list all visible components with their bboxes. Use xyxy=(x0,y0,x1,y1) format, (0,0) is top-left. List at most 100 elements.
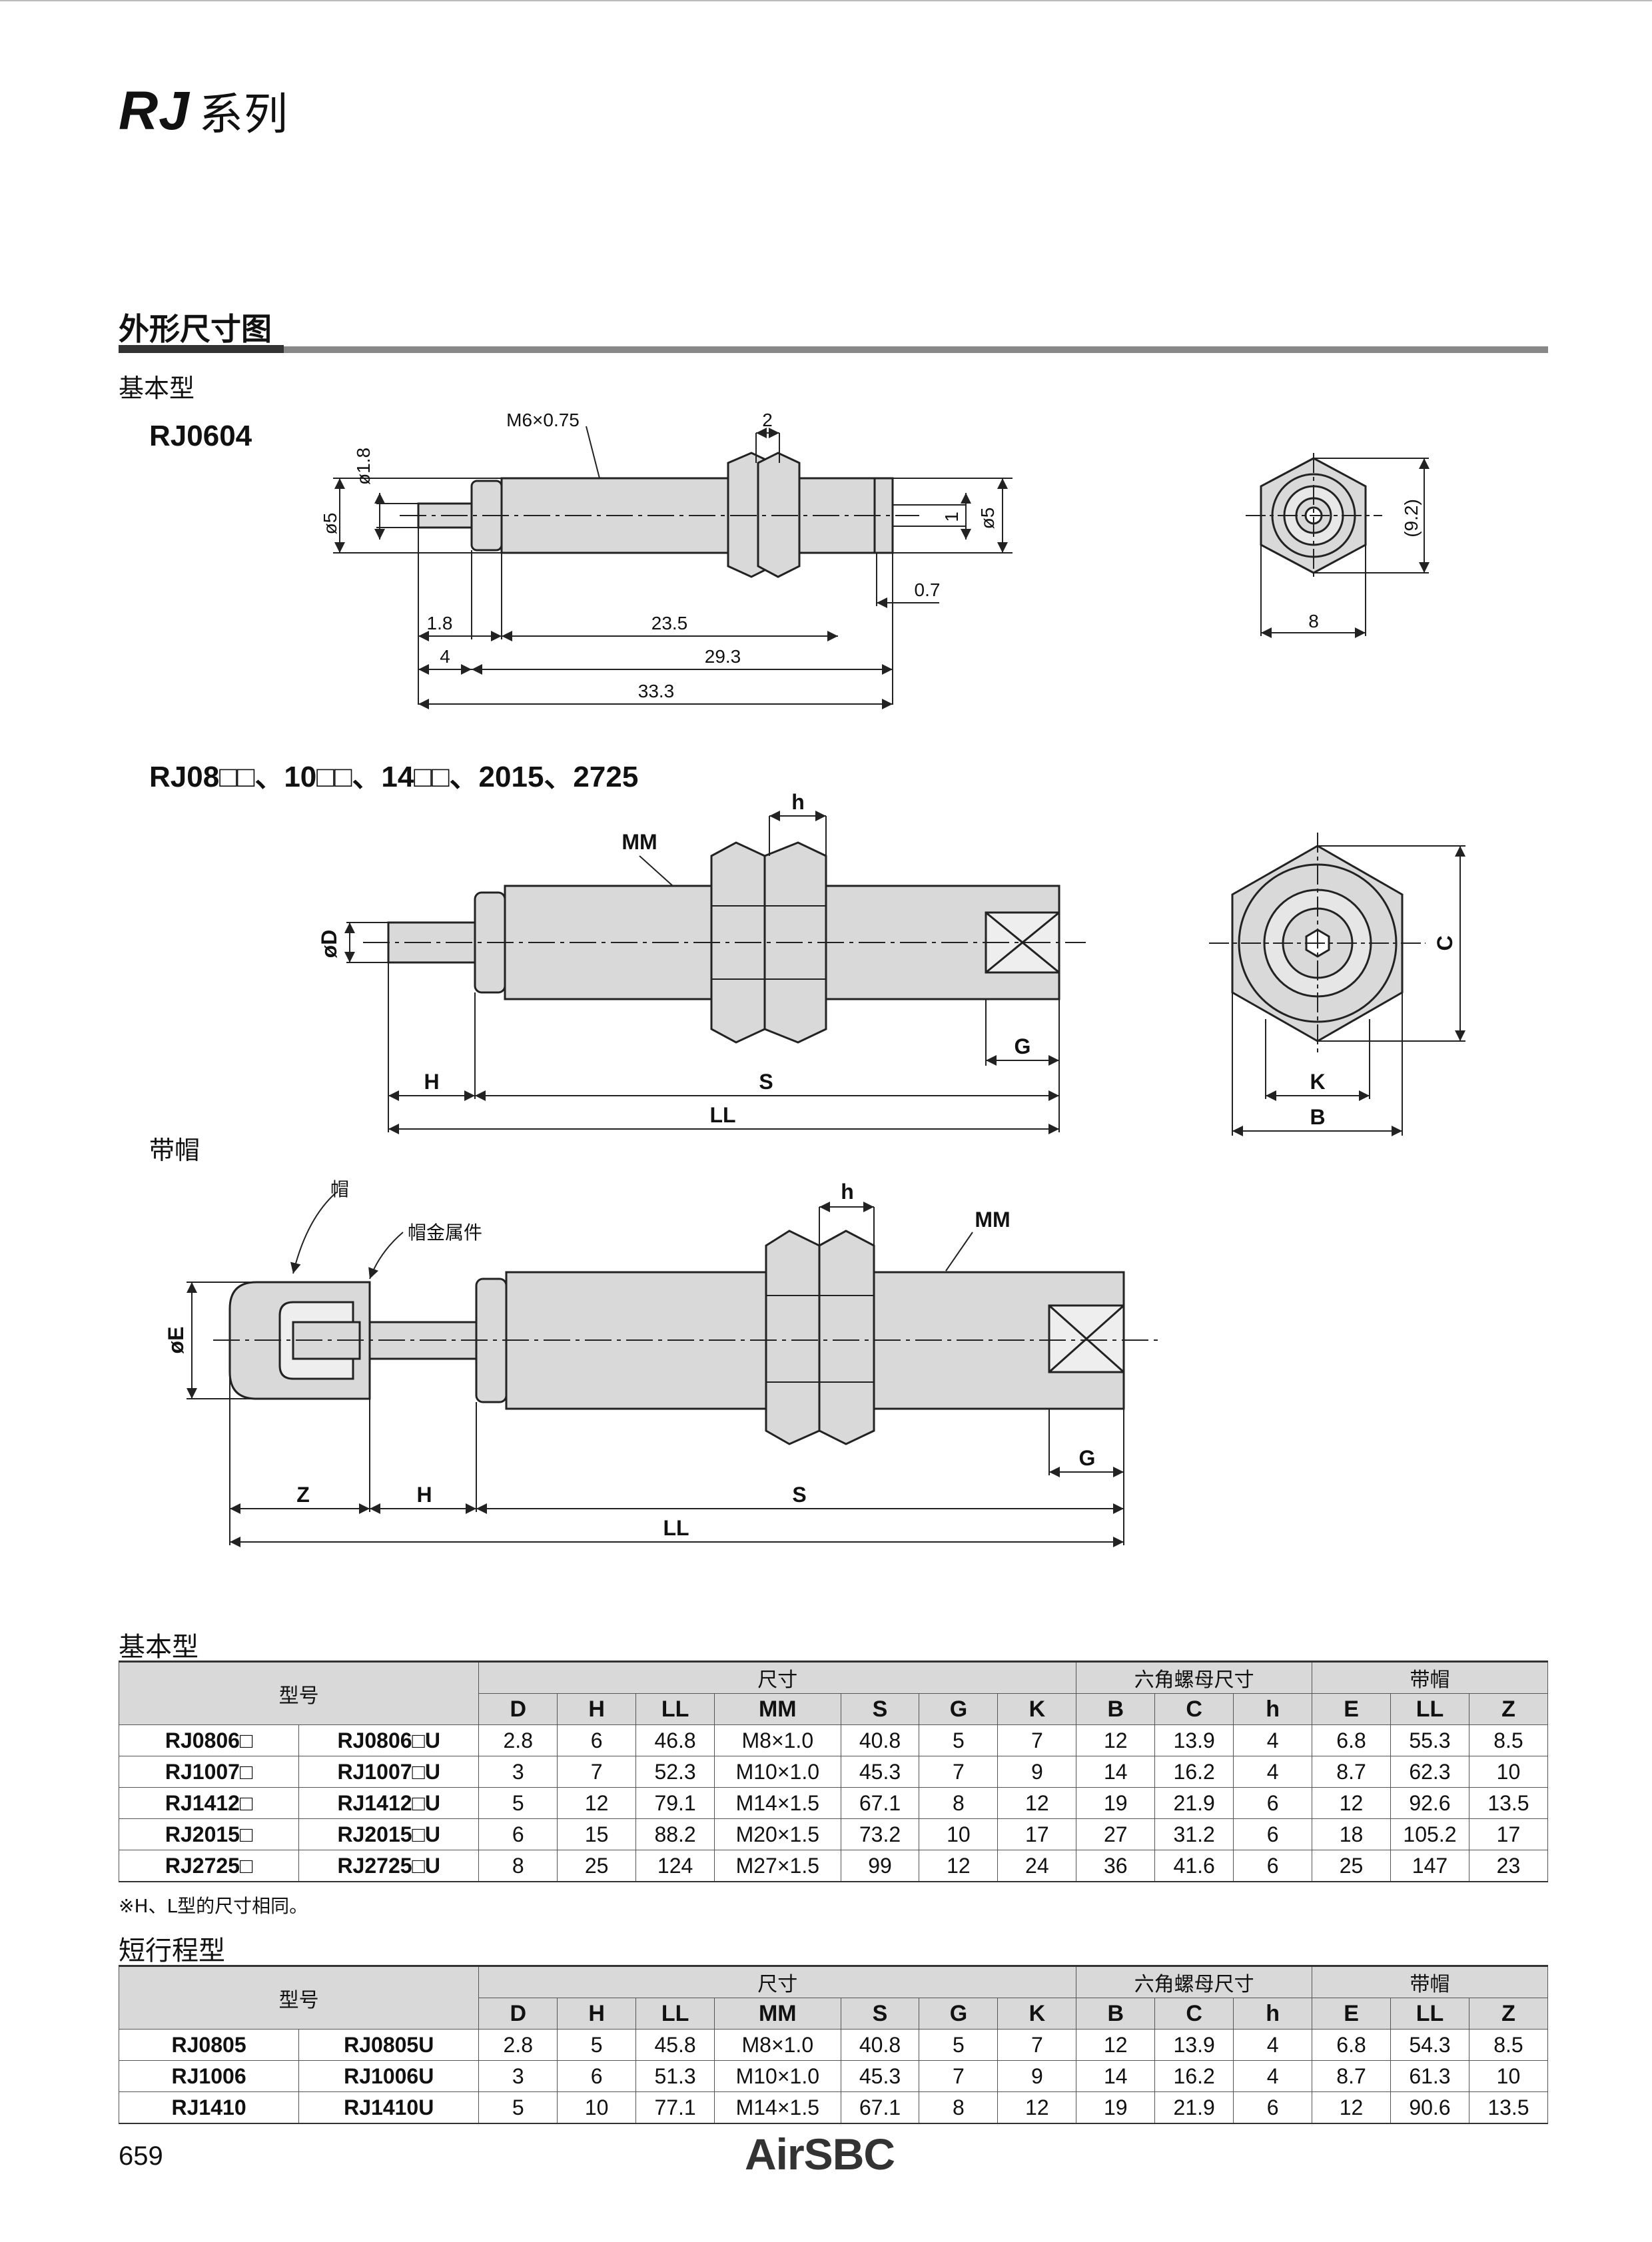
drawing-with-cap: MM h Z H S LL G øE 帽 帽金属件 xyxy=(164,1179,1159,1547)
value-cell: 8.7 xyxy=(1312,1756,1391,1788)
value-cell: 18 xyxy=(1312,1818,1391,1850)
value-cell: 5 xyxy=(478,2091,558,2124)
value-cell: 21.9 xyxy=(1154,1787,1234,1819)
model-cell: RJ1410 xyxy=(118,2091,300,2124)
column-header: G xyxy=(919,1998,999,2030)
value-cell: 4 xyxy=(1233,2060,1313,2092)
table-basic-title: 基本型 xyxy=(119,1632,199,1663)
value-cell: 88.2 xyxy=(635,1818,715,1850)
value-cell: 54.3 xyxy=(1390,2029,1469,2061)
value-cell: 19 xyxy=(1076,1787,1156,1819)
hex-nut-2 xyxy=(818,1230,875,1445)
model-cell: RJ2015□ xyxy=(118,1818,300,1850)
value-cell: 13.9 xyxy=(1154,1724,1234,1756)
header-model: 型号 xyxy=(118,1661,480,1725)
value-cell: 36 xyxy=(1076,1850,1156,1882)
label-H: H xyxy=(424,1070,439,1094)
dim-9-2: (9.2) xyxy=(1401,499,1422,538)
value-cell: M20×1.5 xyxy=(714,1818,841,1850)
value-cell: 8.5 xyxy=(1468,1724,1549,1756)
value-cell: 52.3 xyxy=(635,1756,715,1788)
label-dia-E: øE xyxy=(164,1327,188,1354)
column-header: G xyxy=(919,1693,999,1725)
column-header: MM xyxy=(714,1693,841,1725)
column-header: S xyxy=(840,1998,920,2030)
value-cell: 25 xyxy=(557,1850,637,1882)
value-cell: 10 xyxy=(1468,1756,1549,1788)
column-header: D xyxy=(478,1998,558,2030)
section-rule xyxy=(119,346,1548,353)
value-cell: 3 xyxy=(478,2060,558,2092)
value-cell: 15 xyxy=(557,1818,637,1850)
label-G: G xyxy=(1079,1446,1096,1470)
value-cell: M14×1.5 xyxy=(714,1787,841,1819)
value-cell: 4 xyxy=(1233,1756,1313,1788)
value-cell: 27 xyxy=(1076,1818,1156,1850)
model-cell: RJ0806□U xyxy=(298,1724,480,1756)
value-cell: 90.6 xyxy=(1390,2091,1469,2124)
value-cell: 8.5 xyxy=(1468,2029,1549,2061)
label-mm: MM xyxy=(975,1208,1010,1232)
header-model: 型号 xyxy=(118,1965,480,2030)
series-code: RJ xyxy=(119,81,190,141)
model-cell: RJ1410U xyxy=(298,2091,480,2124)
value-cell: 8.7 xyxy=(1312,2060,1391,2092)
value-cell: 5 xyxy=(478,1787,558,1819)
basic-type-label: 基本型 xyxy=(119,374,195,403)
column-header: Z xyxy=(1468,1693,1549,1725)
label-cap-fitting: 帽金属件 xyxy=(408,1222,482,1243)
series-label: 系列 xyxy=(199,89,288,140)
value-cell: 12 xyxy=(557,1787,637,1819)
header-cap: 带帽 xyxy=(1312,1965,1548,1998)
column-header: C xyxy=(1154,1998,1234,2030)
model-cell: RJ1412□U xyxy=(298,1787,480,1819)
header-nut: 六角螺母尺寸 xyxy=(1076,1661,1313,1694)
value-cell: M27×1.5 xyxy=(714,1850,841,1882)
value-cell: 17 xyxy=(1468,1818,1549,1850)
value-cell: 41.6 xyxy=(1154,1850,1234,1882)
value-cell: 12 xyxy=(1076,1724,1156,1756)
value-cell: 124 xyxy=(635,1850,715,1882)
model-cell: RJ1007□ xyxy=(118,1756,300,1788)
value-cell: 79.1 xyxy=(635,1787,715,1819)
label-Z: Z xyxy=(296,1483,310,1507)
header-size: 尺寸 xyxy=(478,1661,1077,1694)
column-header: S xyxy=(840,1693,920,1725)
column-header: E xyxy=(1312,1693,1391,1725)
value-cell: 4 xyxy=(1233,2029,1313,2061)
value-cell: 5 xyxy=(919,2029,999,2061)
value-cell: 14 xyxy=(1076,2060,1156,2092)
value-cell: 40.8 xyxy=(840,1724,920,1756)
value-cell: 45.3 xyxy=(840,2060,920,2092)
column-header: Z xyxy=(1468,1998,1549,2030)
label-H: H xyxy=(416,1483,432,1507)
value-cell: 7 xyxy=(997,1724,1077,1756)
model-rj08-group: RJ08□□、10□□、14□□、2015、2725 xyxy=(149,761,639,793)
value-cell: 6 xyxy=(1233,2091,1313,2124)
value-cell: 12 xyxy=(997,2091,1077,2124)
label-mm: MM xyxy=(621,830,657,854)
column-header: E xyxy=(1312,1998,1391,2030)
dim-0-7: 0.7 xyxy=(915,579,941,600)
column-header: h xyxy=(1233,1693,1313,1725)
label-K: K xyxy=(1310,1070,1325,1094)
column-header: H xyxy=(557,1998,637,2030)
value-cell: M14×1.5 xyxy=(714,2091,841,2124)
value-cell: 7 xyxy=(997,2029,1077,2061)
column-header: LL xyxy=(635,1693,715,1725)
label-h: h xyxy=(841,1180,854,1204)
brand-logo: AirSBC xyxy=(745,2129,895,2179)
value-cell: M8×1.0 xyxy=(714,1724,841,1756)
dim-1: 1 xyxy=(941,512,962,522)
label-h: h xyxy=(791,790,805,814)
drawing-rj08-group: MM h H S LL G øD K B C xyxy=(317,790,1465,1136)
model-cell: RJ1006U xyxy=(298,2060,480,2092)
value-cell: 25 xyxy=(1312,1850,1391,1882)
value-cell: 23 xyxy=(1468,1850,1549,1882)
model-cell: RJ0805U xyxy=(298,2029,480,2061)
column-header: B xyxy=(1076,1693,1156,1725)
